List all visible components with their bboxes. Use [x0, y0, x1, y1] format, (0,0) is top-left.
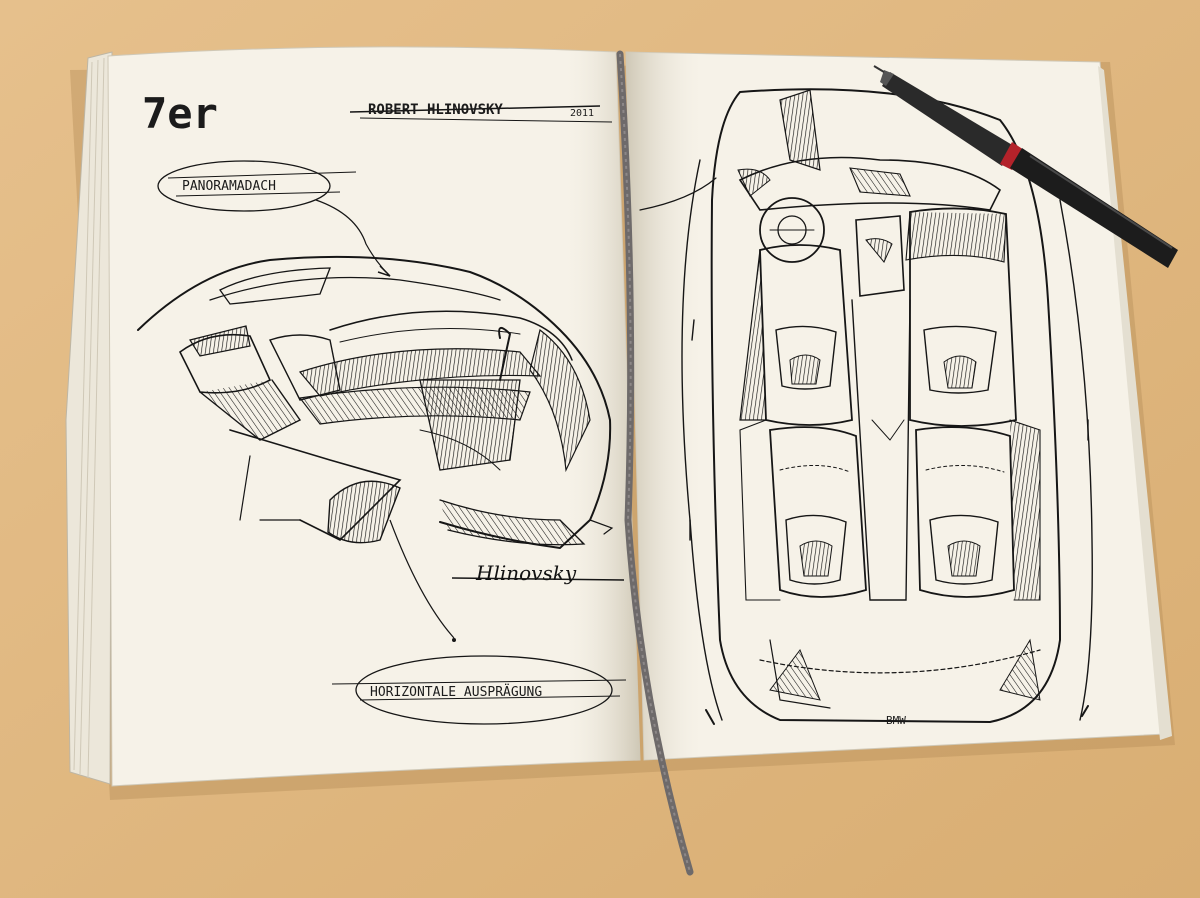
- front-seat-right: [909, 207, 1017, 427]
- model-title-text: 7er: [142, 89, 218, 138]
- technical-pen-icon: [873, 65, 1178, 268]
- interior-sketch-topview: [639, 88, 1093, 725]
- label-bottom-text: HORIZONTALE AUSPRÄGUNG: [370, 684, 542, 700]
- steering-wheel: [759, 197, 825, 263]
- artist-signature: Hlinovsky: [475, 561, 577, 585]
- rear-seat-left: [769, 426, 867, 598]
- label-bottom-oval: [355, 655, 613, 725]
- sketch-year: 2011: [570, 108, 594, 119]
- interior-sketch-perspective: [137, 255, 614, 550]
- label-top-text: PANORAMADACH: [182, 179, 276, 194]
- model-title: 7er: [142, 89, 218, 138]
- front-seat-left: [759, 244, 853, 426]
- author-name: ROBERT HLINOVSKY: [368, 102, 503, 118]
- brand-label: BMW: [886, 714, 906, 727]
- label-top-oval: [157, 160, 331, 212]
